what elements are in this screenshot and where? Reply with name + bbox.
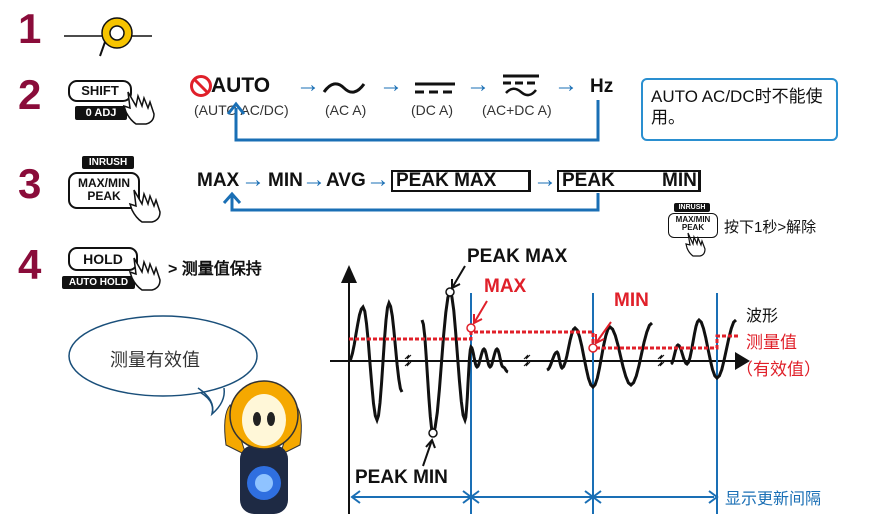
step-3-number: 3 bbox=[18, 160, 42, 207]
button-line-1: MAX/MIN bbox=[675, 215, 711, 224]
shift-button[interactable]: SHIFT bbox=[68, 80, 132, 102]
peak-min-point bbox=[428, 428, 438, 438]
acdc-symbol-icon bbox=[503, 74, 539, 97]
flow-arrow: → bbox=[533, 166, 557, 193]
hand-pointer-icon bbox=[122, 91, 155, 125]
peak-max-label: PEAK MAX bbox=[467, 246, 568, 267]
flow-arrow: → bbox=[366, 166, 390, 193]
peak-max-pointer bbox=[451, 265, 466, 290]
min-label: MIN bbox=[662, 170, 697, 191]
hold-text: > 测量值保持 bbox=[168, 261, 262, 278]
waveform-segment bbox=[546, 321, 654, 390]
hand-pointer-icon bbox=[128, 257, 161, 291]
flow-arrow: → bbox=[466, 71, 490, 98]
auto-label: AUTO bbox=[211, 74, 271, 97]
hz-label: Hz bbox=[590, 76, 614, 97]
waveform-label: 波形 bbox=[746, 308, 779, 325]
peak-label: PEAK bbox=[562, 170, 615, 191]
bubble-text: 测量有效值 bbox=[110, 350, 200, 370]
ac-wave-icon bbox=[322, 82, 366, 94]
auto-acdc-note: AUTO AC/DC时不能使用。 bbox=[641, 78, 838, 141]
acdc-sub-label: (AC+DC A) bbox=[482, 102, 552, 118]
measured-value-label: 测量值 bbox=[746, 333, 797, 352]
waveform-segment bbox=[420, 287, 509, 438]
flow-arrow: → bbox=[302, 166, 326, 193]
mode-avg: AVG bbox=[326, 170, 366, 191]
auto-hold-label: AUTO HOLD bbox=[62, 276, 135, 289]
peak-min-display: PEAK MIN bbox=[557, 170, 701, 192]
max-label: MAX bbox=[484, 276, 527, 297]
button-line-2: PEAK bbox=[681, 223, 705, 233]
update-interval-label: 显示更新间隔 bbox=[725, 491, 822, 508]
clamp-sensor-icon bbox=[64, 17, 152, 57]
prohibited-icon bbox=[190, 75, 212, 97]
inrush-small-label: INRUSH bbox=[674, 203, 710, 212]
x-axis-arrow bbox=[735, 352, 750, 370]
flow-arrow: → bbox=[241, 166, 265, 193]
dc-sub-label: (DC A) bbox=[411, 102, 453, 118]
button-line-2: PEAK bbox=[87, 188, 121, 203]
step-2-number: 2 bbox=[18, 71, 42, 118]
inrush-label: INRUSH bbox=[82, 156, 134, 169]
flow-arrow: → bbox=[554, 71, 578, 98]
hold-button[interactable]: HOLD bbox=[68, 247, 138, 271]
rms-label: （有效值） bbox=[736, 360, 821, 379]
hand-pointer-icon bbox=[128, 189, 161, 223]
interval-arrowheads bbox=[350, 490, 719, 504]
step-1-number: 1 bbox=[18, 5, 42, 52]
loop-back-arrow bbox=[226, 100, 600, 142]
peak-min-pointer bbox=[422, 438, 436, 467]
speech-bubble bbox=[68, 315, 258, 417]
zero-adj-label: 0 ADJ bbox=[75, 106, 127, 120]
ac-sub-label: (AC A) bbox=[325, 102, 367, 118]
button-line-1: MAX/MIN bbox=[78, 176, 130, 190]
step-4-number: 4 bbox=[18, 241, 42, 288]
flow-arrow: → bbox=[379, 71, 403, 98]
release-text: 按下1秒>解除 bbox=[724, 219, 817, 236]
peak-min-label: PEAK MIN bbox=[355, 467, 448, 488]
dc-symbol-icon bbox=[415, 82, 455, 94]
max-pointer bbox=[473, 300, 488, 325]
mascot-icon bbox=[224, 380, 302, 514]
min-label: MIN bbox=[614, 290, 649, 311]
max-point bbox=[466, 323, 476, 333]
waveform-segment bbox=[670, 317, 738, 381]
peak-max-display: PEAK MAX bbox=[391, 170, 531, 192]
loop-back-arrow bbox=[222, 191, 600, 212]
mode-max: MAX bbox=[197, 170, 240, 191]
min-pointer bbox=[595, 321, 612, 345]
waveform-segment bbox=[347, 298, 404, 425]
y-axis-arrow bbox=[341, 265, 357, 283]
hand-pointer-icon bbox=[685, 232, 706, 257]
flow-arrow: → bbox=[296, 71, 320, 98]
peak-max-point bbox=[445, 287, 455, 297]
measured-value-line bbox=[349, 330, 738, 350]
mode-min: MIN bbox=[268, 170, 303, 191]
break-marks bbox=[404, 354, 665, 367]
min-point bbox=[588, 343, 598, 353]
